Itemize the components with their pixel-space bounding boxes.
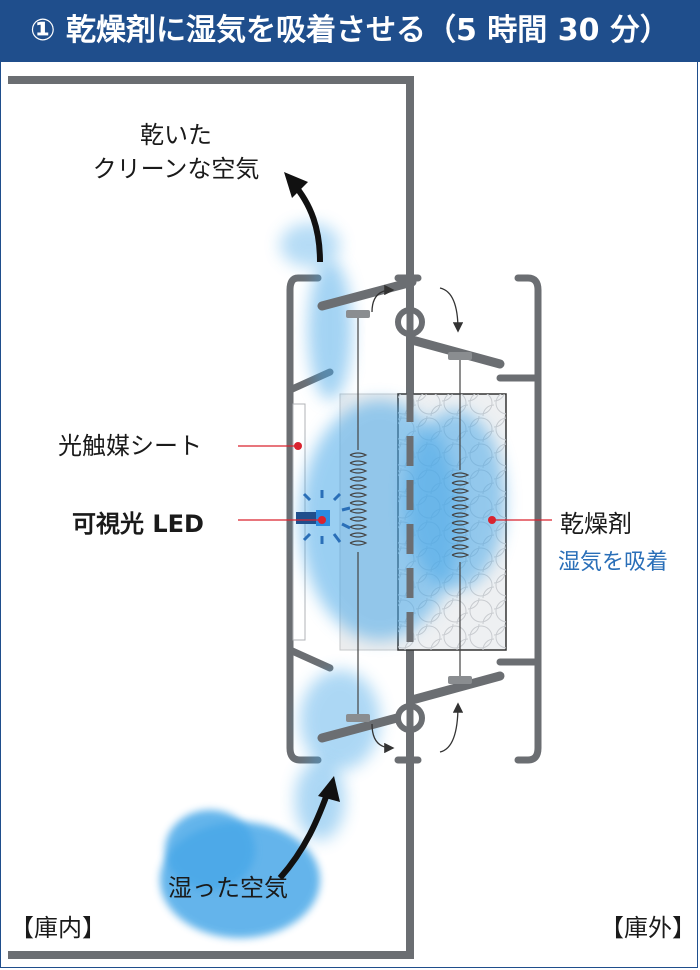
adsorb-label: 湿気を吸着 (558, 550, 669, 575)
dry-air-label-line1: 乾いた (140, 121, 212, 149)
dry-air-label-line2: クリーンな空気 (92, 155, 260, 183)
leader-dots (294, 442, 496, 524)
dry-air-label: 乾いた クリーンな空気 (76, 118, 276, 186)
leader-lines (238, 445, 552, 521)
housing-frame (286, 274, 542, 764)
inside-label: 【庫内】 (10, 914, 106, 942)
outside-label: 【庫外】 (600, 914, 696, 942)
spring-clips (346, 310, 472, 722)
air-flow (160, 223, 505, 938)
spring-left (349, 316, 368, 718)
header-title: ① 乾燥剤に湿気を吸着させる（5 時間 30 分） (30, 13, 670, 48)
humid-air-arrowhead (318, 776, 340, 802)
humid-air-label: 湿った空気 (168, 874, 288, 902)
header-bar: ① 乾燥剤に湿気を吸着させる（5 時間 30 分） (0, 0, 700, 62)
photocatalyst-label: 光触媒シート (58, 432, 202, 460)
desiccant-label: 乾燥剤 (560, 510, 632, 538)
flap-arrows (371, 284, 464, 754)
spring-right (451, 356, 470, 680)
led-label: 可視光 LED (72, 510, 204, 538)
dry-air-arrowhead (284, 172, 308, 198)
